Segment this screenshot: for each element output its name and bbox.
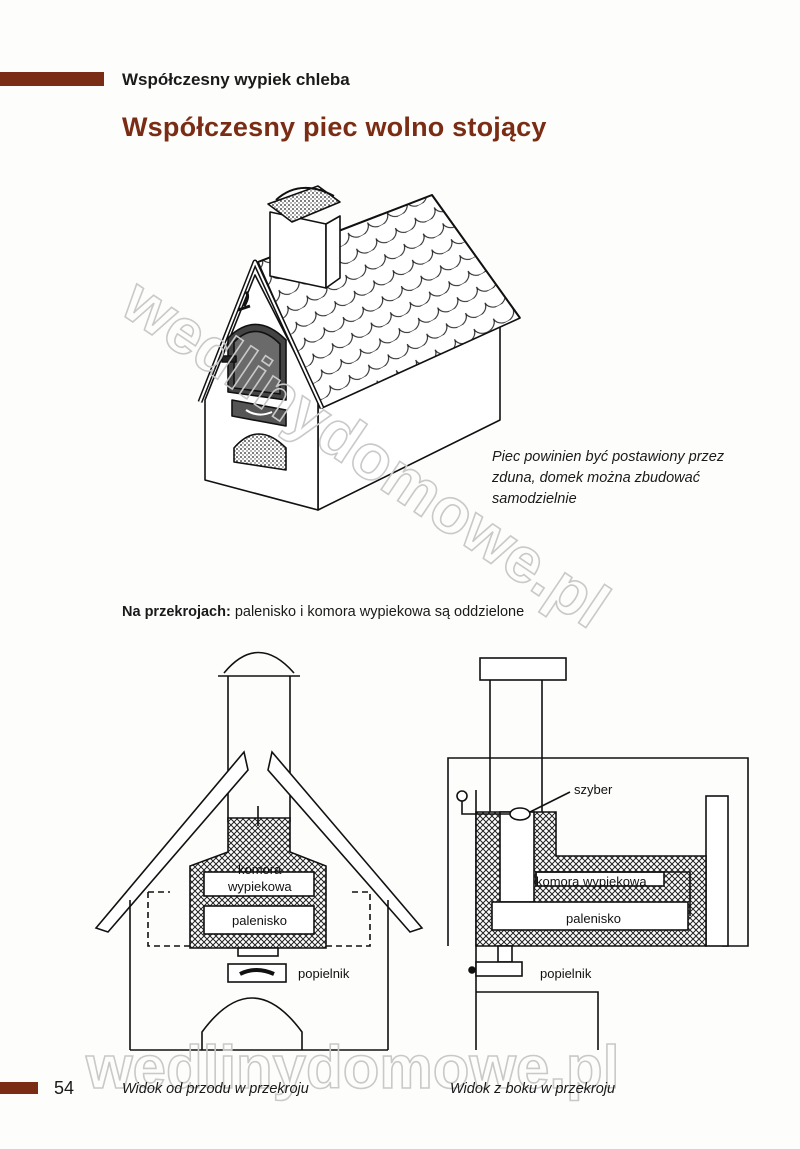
front-view-diagram — [94, 651, 424, 1051]
side-label-chamber: komora wypiekowa — [536, 874, 647, 889]
front-label-chamber-2: wypiekowa — [227, 879, 292, 894]
side-label-ashpit: popielnik — [540, 966, 592, 981]
page-title: Współczesny piec wolno stojący — [122, 112, 547, 142]
sections-description-bold: Na przekrojach: — [122, 604, 231, 620]
page-number: 54 — [54, 1078, 75, 1098]
section-title: Współczesny wypiek chleba — [122, 70, 350, 89]
sections-description: Na przekrojach: palenisko i komora wypie… — [122, 604, 524, 620]
side-label-firebox: palenisko — [566, 911, 621, 926]
watermark-bottom: wedlinydomowe.pl — [85, 1034, 619, 1101]
front-label-firebox: palenisko — [232, 913, 287, 928]
side-view-caption: Widok z boku w przekroju — [450, 1081, 616, 1097]
oven-caption: Piec powinien być postawiony przez zduna… — [492, 449, 725, 507]
side-label-damper: szyber — [574, 782, 613, 797]
front-view-caption: Widok od przodu w przekroju — [122, 1081, 309, 1097]
front-label-ashpit: popielnik — [298, 966, 350, 981]
side-view-diagram — [447, 657, 749, 1050]
front-label-chamber-1: komora — [238, 862, 282, 877]
oven-house-illustration — [197, 185, 521, 511]
footer-accent-bar — [0, 1082, 38, 1094]
sections-description-rest: palenisko i komora wypiekowa są oddzielo… — [230, 604, 525, 620]
header-accent-bar — [0, 72, 104, 86]
